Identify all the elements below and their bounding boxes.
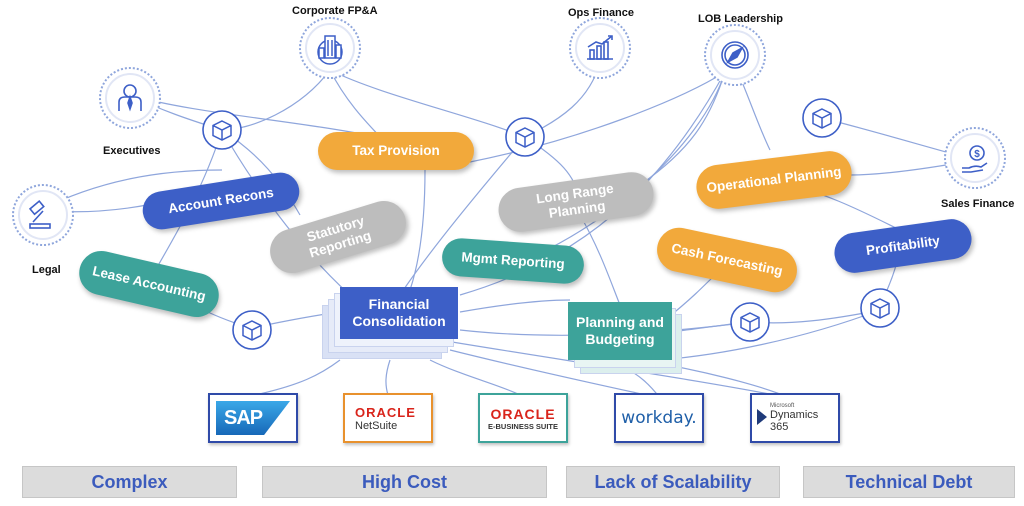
persona-label-sales: Sales Finance	[941, 198, 1015, 210]
persona-label-ops: Ops Finance	[568, 7, 635, 19]
persona-ops-finance	[569, 17, 631, 79]
cube-node	[202, 110, 242, 150]
dynamics-product: Dynamics 365	[770, 409, 819, 433]
process-tax-provision[interactable]: Tax Provision	[318, 132, 474, 170]
cube-node	[505, 117, 545, 157]
vendor-netsuite-logo: ORACLE NetSuite	[343, 393, 433, 443]
vendor-sap-logo: SAP	[208, 393, 298, 443]
challenge-complex: Complex	[22, 466, 237, 498]
persona-legal	[12, 184, 74, 246]
building-icon	[317, 35, 343, 65]
dollar-hand-icon: $	[962, 145, 988, 173]
vendor-ebs-logo: ORACLE E-BUSINESS SUITE	[478, 393, 568, 443]
cube-node	[860, 288, 900, 328]
svg-text:$: $	[974, 149, 980, 160]
challenge-high-cost: High Cost	[262, 466, 547, 498]
persona-corporate-fpa	[299, 17, 361, 79]
persona-sales-finance: $	[944, 127, 1006, 189]
sap-wordmark: SAP	[224, 406, 263, 429]
planning-budgeting-stack[interactable]: Planning and Budgeting	[568, 302, 688, 374]
persona-label-corporate: Corporate FP&A	[292, 5, 378, 17]
challenge-technical-debt: Technical Debt	[803, 466, 1015, 498]
challenge-lack-of-scalability: Lack of Scalability	[566, 466, 780, 498]
dynamics-microsoft: Microsoft	[770, 403, 795, 409]
cube-node	[730, 302, 770, 342]
persona-executives	[99, 67, 161, 129]
persona-label-lob: LOB Leadership	[698, 13, 783, 25]
gavel-icon	[28, 200, 51, 229]
persona-label-executives: Executives	[103, 145, 161, 157]
cube-node	[802, 98, 842, 138]
dynamics-icon	[757, 409, 767, 425]
ebs-brand: ORACLE	[490, 405, 556, 422]
financial-consolidation-label: Financial Consolidation	[340, 287, 458, 339]
workday-wordmark: workday.	[621, 408, 697, 428]
cube-nodes	[202, 98, 900, 350]
financial-consolidation-stack[interactable]: Financial Consolidation	[322, 285, 462, 360]
vendor-dynamics-logo: Microsoft Dynamics 365	[750, 393, 840, 443]
growth-chart-icon	[587, 35, 613, 60]
planning-budgeting-label: Planning and Budgeting	[568, 302, 672, 360]
compass-icon	[721, 41, 749, 69]
persona-lob-leadership	[704, 24, 766, 86]
netsuite-brand: ORACLE	[355, 404, 416, 420]
businessman-icon	[118, 84, 142, 112]
cube-node	[232, 310, 272, 350]
persona-label-legal: Legal	[32, 264, 61, 276]
vendor-workday-logo: workday.	[614, 393, 704, 443]
netsuite-product: NetSuite	[355, 419, 398, 432]
ebs-product: E-BUSINESS SUITE	[487, 421, 558, 431]
